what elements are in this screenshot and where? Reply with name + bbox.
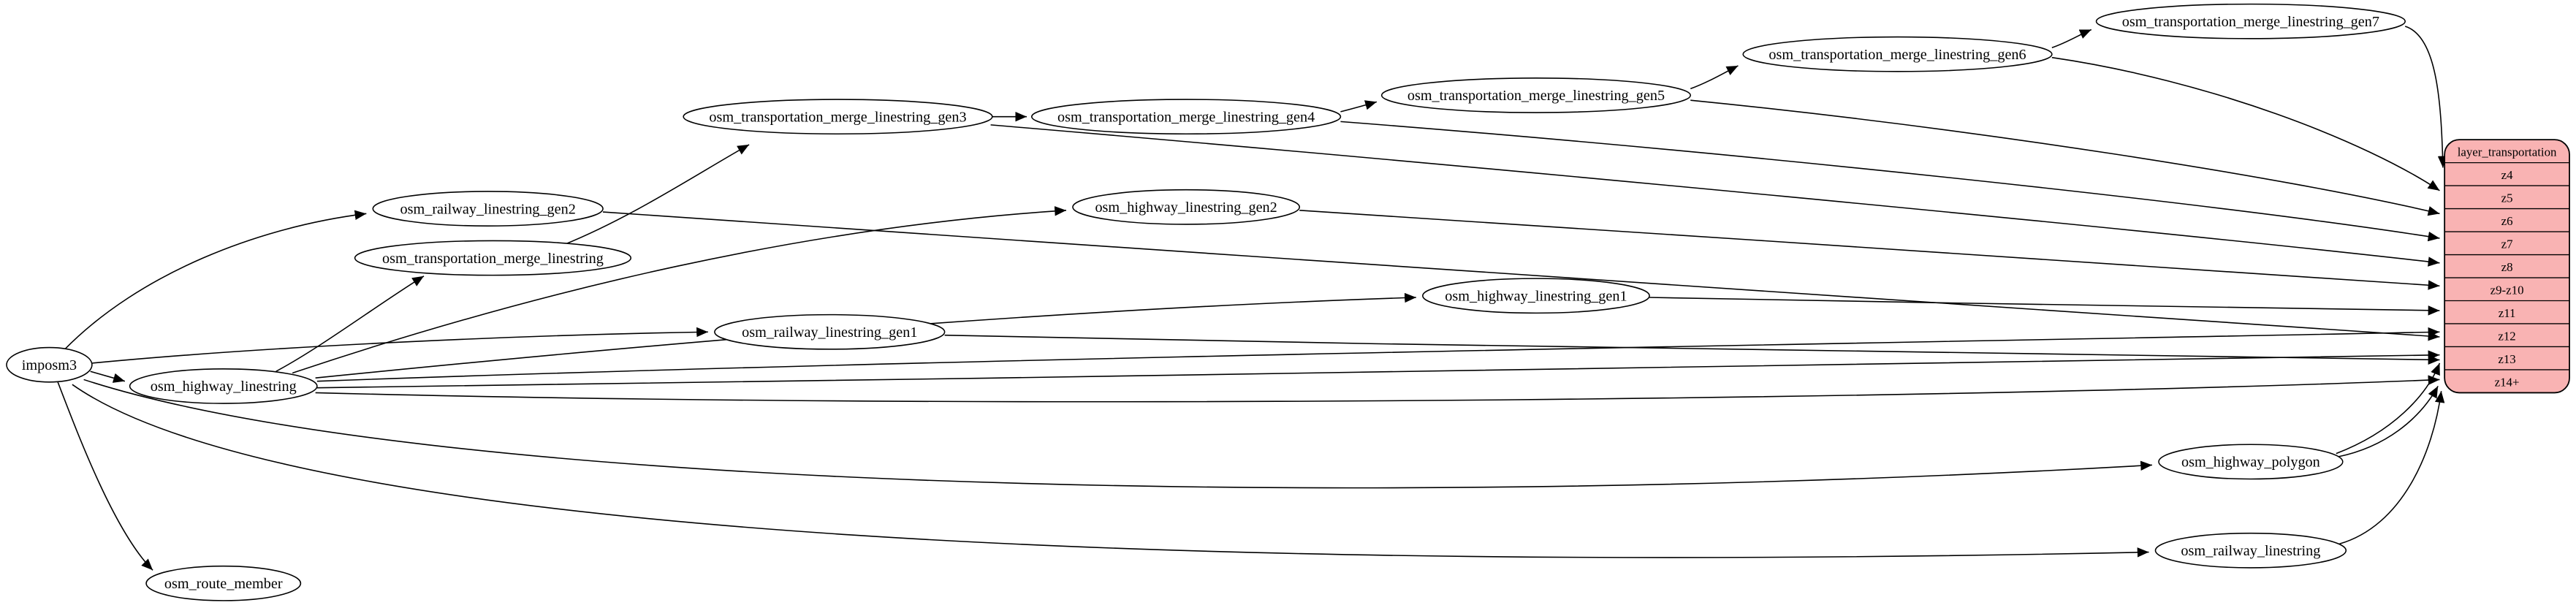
node-ellipse xyxy=(1422,278,1650,314)
node-label: imposm3 xyxy=(22,357,77,373)
edge-gen6-z5 xyxy=(2051,56,2440,191)
edge-osm_highway_polygon-z13 xyxy=(2336,362,2441,455)
layer-table-box xyxy=(2444,139,2570,394)
edge-imposm3-osm_railway_linestring_gen2 xyxy=(64,210,367,351)
node-label: osm_transportation_merge_linestring_gen3 xyxy=(709,109,966,125)
layer-table-row-z14: z14+ xyxy=(2495,375,2520,389)
node-label: osm_route_member xyxy=(164,576,283,592)
node-osm_highway_linestring: osm_highway_linestring xyxy=(129,368,318,404)
edge-imposm3-osm_railway_linestring_gen1 xyxy=(91,327,708,364)
edge-osm_highway_linestring-z14 xyxy=(315,375,2440,403)
node-label: osm_transportation_merge_linestring_gen4 xyxy=(1057,109,1315,125)
node-label: osm_railway_linestring xyxy=(2181,543,2320,559)
node-ellipse xyxy=(1072,189,1301,225)
edge-osm_highway_linestring-z12 xyxy=(316,327,2440,382)
node-osm_transportation_merge_linestring_gen3: osm_transportation_merge_linestring_gen3 xyxy=(683,99,993,135)
node-osm_railway_linestring_gen2: osm_railway_linestring_gen2 xyxy=(372,191,604,227)
layer-table-row-z11: z11 xyxy=(2499,306,2516,320)
node-ellipse xyxy=(2158,444,2344,480)
edge-gen6-gen7 xyxy=(2051,28,2092,48)
layer-table-row-z7: z7 xyxy=(2501,238,2513,251)
layer-table-title: layer_transportation xyxy=(2458,145,2557,159)
node-label: osm_highway_linestring_gen1 xyxy=(1445,289,1627,305)
node-label: osm_highway_polygon xyxy=(2181,455,2320,471)
edge-gen7-z4 xyxy=(2404,26,2448,168)
node-ellipse xyxy=(6,346,93,383)
edge-osm_railway_linestring-z14 xyxy=(2339,391,2445,545)
node-ellipse xyxy=(129,368,318,404)
node-osm_transportation_merge_linestring_gen6: osm_transportation_merge_linestring_gen6 xyxy=(1742,36,2053,72)
layer-table-row-z12: z12 xyxy=(2498,329,2515,343)
node-ellipse xyxy=(714,314,946,350)
node-osm_transportation_merge_linestring_gen5: osm_transportation_merge_linestring_gen5 xyxy=(1380,77,1692,113)
node-osm_transportation_merge_linestring_gen7: osm_transportation_merge_linestring_gen7 xyxy=(2095,3,2406,39)
layer-table-row-z8: z8 xyxy=(2501,260,2513,274)
node-imposm3: imposm3 xyxy=(6,346,93,383)
node-label: osm_transportation_merge_linestring_gen7 xyxy=(2122,14,2379,30)
node-ellipse xyxy=(683,99,993,135)
edge-gen5-gen6 xyxy=(1690,65,1739,90)
edge-gen4-gen5 xyxy=(1340,100,1378,113)
node-osm_highway_polygon: osm_highway_polygon xyxy=(2158,444,2344,480)
node-ellipse xyxy=(1380,77,1692,113)
layer-table-row-z9-z10: z9-z10 xyxy=(2490,284,2524,297)
node-label: osm_highway_linestring xyxy=(151,379,297,395)
node-ellipse xyxy=(145,565,302,601)
edge-osm_highway_linestring-osm_highway_linestring_gen2 xyxy=(292,206,1067,374)
node-ellipse xyxy=(2154,532,2347,569)
edge-imposm3-osm_highway_linestring xyxy=(90,370,126,383)
edge-gen5-z6 xyxy=(1690,99,2440,216)
layer-transportation-table: layer_transportation z4 z5 z6 z7 z8 z9-z… xyxy=(2444,139,2570,394)
layer-table-row-z5: z5 xyxy=(2501,191,2513,205)
edge-osm_railway_linestring_gen1-z13 xyxy=(944,334,2440,365)
node-osm_railway_linestring_gen1: osm_railway_linestring_gen1 xyxy=(714,314,946,350)
edge-osm_highway_linestring-osm_transportation_merge_linestring xyxy=(276,276,425,372)
node-label: osm_transportation_merge_linestring_gen5 xyxy=(1407,88,1665,104)
edge-gen3-z8 xyxy=(990,124,2440,267)
node-ellipse xyxy=(1031,99,1342,135)
edge-osm_highway_polygon-z14 xyxy=(2337,386,2439,457)
node-label: osm_transportation_merge_linestring xyxy=(382,251,604,267)
edge-imposm3-osm_railway_linestring xyxy=(72,384,2149,558)
node-label: osm_railway_linestring_gen1 xyxy=(742,324,917,341)
edge-osm_transportation_merge_linestring-gen3 xyxy=(563,144,750,246)
node-osm_transportation_merge_linestring: osm_transportation_merge_linestring xyxy=(354,240,632,276)
layer-table-row-z6: z6 xyxy=(2501,214,2513,228)
node-osm_transportation_merge_linestring_gen4: osm_transportation_merge_linestring_gen4 xyxy=(1031,99,1342,135)
node-label: osm_transportation_merge_linestring_gen6 xyxy=(1768,47,2026,63)
edge-osm_highway_linestring_gen2-z9-z10 xyxy=(1299,210,2440,290)
node-osm_highway_linestring_gen2: osm_highway_linestring_gen2 xyxy=(1072,189,1301,225)
layer-table-row-z13: z13 xyxy=(2498,352,2515,366)
edge-imposm3-osm_highway_polygon xyxy=(83,379,2153,489)
node-ellipse xyxy=(354,240,632,276)
node-label: osm_highway_linestring_gen2 xyxy=(1095,200,1277,216)
edge-osm_highway_linestring_gen1-z11 xyxy=(1649,297,2440,316)
layer-table-row-z4: z4 xyxy=(2501,168,2513,182)
node-osm_railway_linestring: osm_railway_linestring xyxy=(2154,532,2347,569)
node-osm_route_member: osm_route_member xyxy=(145,565,302,601)
edge-imposm3-osm_route_member xyxy=(56,381,153,571)
node-ellipse xyxy=(1742,36,2053,72)
node-ellipse xyxy=(372,191,604,227)
node-ellipse xyxy=(2095,3,2406,39)
node-osm_highway_linestring_gen1: osm_highway_linestring_gen1 xyxy=(1422,278,1650,314)
node-label: osm_railway_linestring_gen2 xyxy=(400,201,576,217)
edge-gen4-z7 xyxy=(1340,121,2440,242)
